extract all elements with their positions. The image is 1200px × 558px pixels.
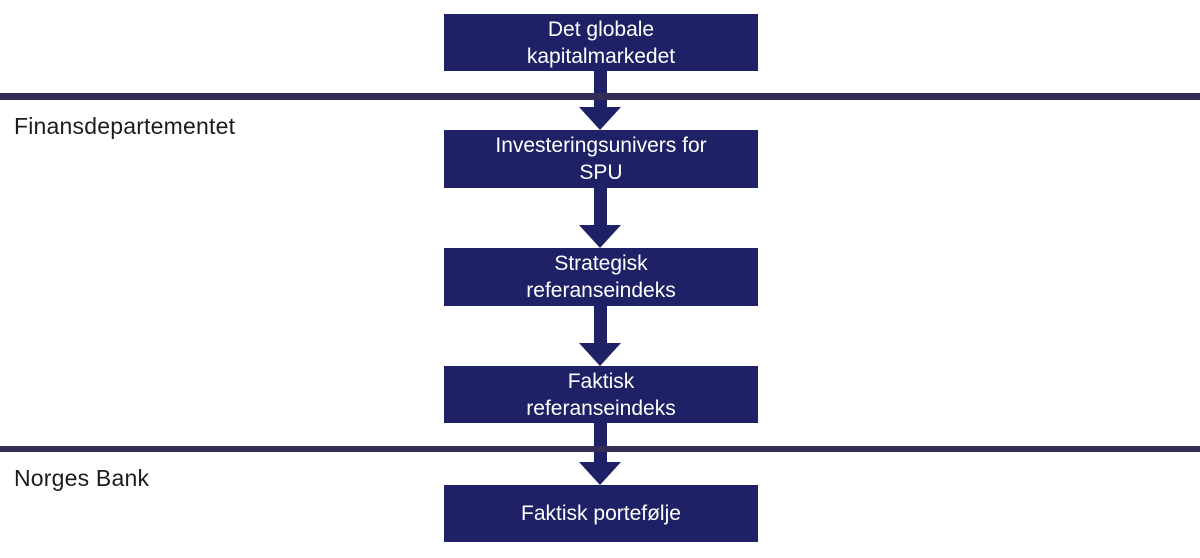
flow-arrow-down-icon: [579, 306, 621, 366]
node-label-line: Investeringsunivers for: [495, 134, 707, 157]
flow-arrow-down-icon: [579, 423, 621, 485]
node-label-line: referanseindeks: [526, 279, 676, 302]
arrow-head: [579, 462, 621, 485]
node-investeringsunivers-for-spu: Investeringsunivers for SPU: [444, 130, 758, 188]
section-label-finansdepartementet: Finansdepartementet: [14, 113, 236, 139]
node-label-line: Strategisk: [554, 252, 648, 275]
arrow-head: [579, 225, 621, 248]
section-label-norges-bank: Norges Bank: [14, 465, 150, 491]
flow-arrow-down-icon: [579, 188, 621, 248]
node-label-line: Faktisk portefølje: [521, 502, 681, 525]
node-label-line: SPU: [579, 161, 623, 184]
node-label-line: Faktisk: [567, 369, 635, 393]
section-divider-norges-bank: [0, 446, 1200, 452]
arrow-stem: [593, 188, 607, 225]
arrow-head: [579, 343, 621, 366]
arrow-head: [579, 107, 621, 130]
arrow-stem: [593, 70, 607, 107]
flow-arrow-down-icon: [579, 70, 621, 130]
arrow-stem: [593, 423, 607, 462]
node-faktisk-referanseindeks: Faktisk referanseindeks: [444, 366, 758, 423]
node-faktisk-portefolje: Faktisk portefølje: [444, 485, 758, 542]
node-label-line: Det globale: [547, 17, 655, 41]
node-det-globale-kapitalmarkedet: Det globale kapitalmarkedet: [444, 14, 758, 71]
arrow-stem: [593, 306, 607, 343]
node-label-line: referanseindeks: [526, 396, 676, 420]
node-label-line: kapitalmarkedet: [526, 44, 676, 68]
section-divider-finansdepartementet: [0, 93, 1200, 100]
node-strategisk-referanseindeks: Strategisk referanseindeks: [444, 248, 758, 306]
